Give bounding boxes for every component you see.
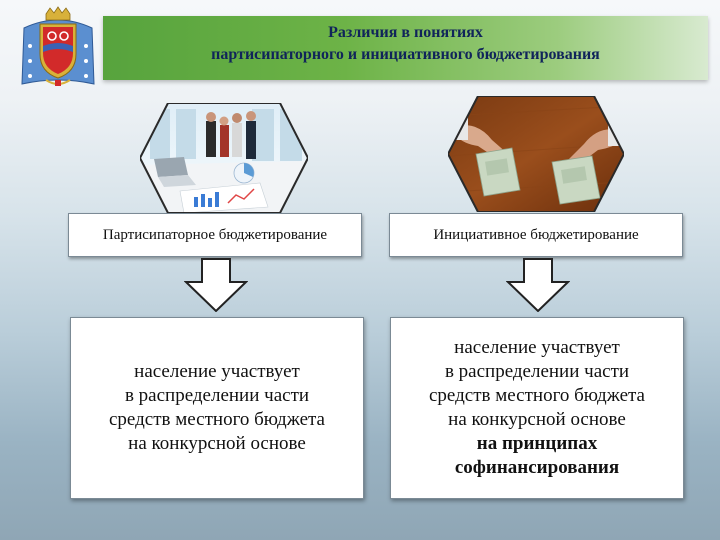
page-title: Различия в понятиях партисипаторного и и… xyxy=(103,22,708,66)
coat-of-arms-icon xyxy=(21,6,95,86)
desc-line: население участвует xyxy=(454,337,620,358)
down-arrow-icon xyxy=(184,258,248,312)
desc-line: население участвует xyxy=(134,361,300,382)
desc-line: средств местного бюджета xyxy=(429,385,645,406)
desc-line: средств местного бюджета xyxy=(109,409,325,430)
desc-line: в распределении части xyxy=(124,385,310,406)
title-banner xyxy=(103,16,708,80)
desc-line: на конкурсной основе xyxy=(448,409,626,430)
desc-line: в распределении части xyxy=(444,361,630,382)
initiative-description: население участвует в распределении част… xyxy=(390,317,684,499)
desc-bold-line: софинансирования xyxy=(454,457,620,478)
participatory-budgeting-label: Партисипаторное бюджетирование xyxy=(68,213,362,257)
initiative-budgeting-label: Инициативное бюджетирование xyxy=(389,213,683,257)
participatory-description: население участвует в распределении част… xyxy=(70,317,364,499)
title-line-2: партисипаторного и инициативного бюджети… xyxy=(211,46,600,63)
title-line-1: Различия в понятиях xyxy=(328,24,483,41)
desc-line: на конкурсной основе xyxy=(128,433,306,454)
down-arrow-icon xyxy=(506,258,570,312)
desc-bold-line: на принципах xyxy=(476,433,598,454)
business-meeting-photo xyxy=(140,103,308,213)
money-exchange-photo xyxy=(448,96,624,212)
